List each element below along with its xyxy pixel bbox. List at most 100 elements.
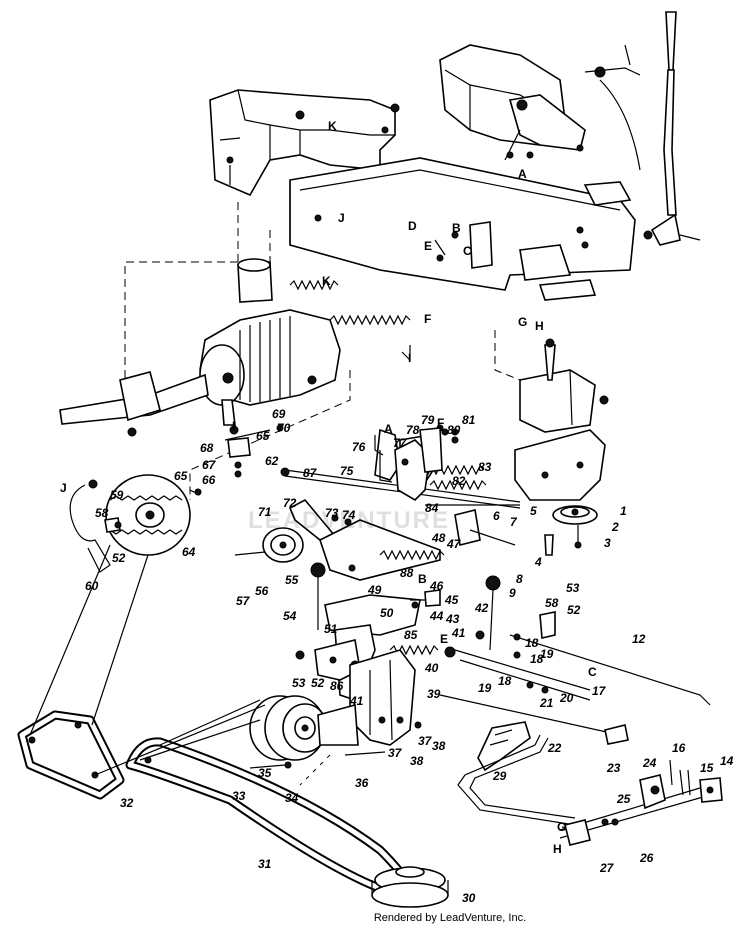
transaxle-assembly bbox=[59, 258, 341, 478]
part-label: 43 bbox=[445, 612, 460, 626]
part-label: 27 bbox=[599, 861, 615, 875]
ref-letter: K bbox=[322, 274, 331, 288]
part-label: 50 bbox=[380, 606, 394, 620]
part-label: 31 bbox=[258, 857, 272, 871]
part-label: 52 bbox=[311, 676, 325, 690]
part-label: 21 bbox=[539, 696, 554, 710]
part-label: 85 bbox=[404, 628, 418, 642]
part-label: 83 bbox=[478, 460, 492, 474]
part-label: 72 bbox=[283, 496, 297, 510]
part-label: 52 bbox=[112, 551, 126, 565]
part-label: 17 bbox=[592, 684, 607, 698]
ref-letter: C bbox=[588, 665, 597, 679]
tension-springs-upper bbox=[289, 279, 411, 362]
belt-long bbox=[125, 737, 414, 900]
part-label: 3 bbox=[604, 536, 611, 550]
ref-letter: A bbox=[518, 167, 527, 181]
footer-credit: Rendered by LeadVenture, Inc. bbox=[0, 912, 750, 924]
part-label: 71 bbox=[258, 505, 272, 519]
idler-pulley-right bbox=[544, 505, 598, 556]
part-label: 55 bbox=[285, 573, 299, 587]
part-label: 59 bbox=[110, 488, 124, 502]
part-label: 2 bbox=[611, 520, 619, 534]
part-label: 18 bbox=[525, 636, 539, 650]
part-label: 53 bbox=[292, 676, 306, 690]
part-label: 70 bbox=[277, 421, 291, 435]
part-label: 60 bbox=[85, 579, 99, 593]
part-label: 37 bbox=[388, 746, 403, 760]
ref-letter: I bbox=[232, 419, 235, 433]
part-label: 48 bbox=[431, 531, 446, 545]
part-label: 42 bbox=[474, 601, 489, 615]
part-label: 38 bbox=[410, 754, 424, 768]
bottom-pulley bbox=[371, 866, 449, 908]
part-label: 65 bbox=[256, 429, 270, 443]
idler-arm-assembly bbox=[288, 498, 445, 581]
large-pulley bbox=[249, 695, 386, 769]
ref-letter: F bbox=[437, 416, 444, 430]
part-label: 53 bbox=[566, 581, 580, 595]
ref-letter: C bbox=[463, 244, 472, 258]
part-label: 18 bbox=[530, 652, 544, 666]
part-label: 88 bbox=[400, 566, 414, 580]
part-label: 77 bbox=[393, 436, 408, 450]
part-label: 54 bbox=[283, 609, 297, 623]
part-label: 64 bbox=[182, 545, 196, 559]
shift-lever bbox=[643, 11, 701, 246]
part-label: 12 bbox=[632, 632, 646, 646]
part-label: 19 bbox=[540, 647, 554, 661]
part-label: 82 bbox=[452, 474, 466, 488]
ref-letter: B bbox=[452, 221, 461, 235]
part-label: 52 bbox=[567, 603, 581, 617]
part-label: 80 bbox=[447, 423, 461, 437]
ref-letter: G bbox=[557, 820, 566, 834]
ref-letter: F bbox=[424, 312, 431, 326]
part-label: 7 bbox=[510, 515, 518, 529]
ref-letter: E bbox=[440, 632, 448, 646]
part-label: 8 bbox=[516, 572, 523, 586]
ref-letter: G bbox=[518, 315, 527, 329]
part-label: 41 bbox=[349, 694, 364, 708]
ref-letter: H bbox=[535, 319, 544, 333]
part-label: 73 bbox=[325, 506, 339, 520]
brake-lever-assembly bbox=[457, 721, 723, 846]
part-number-labels: 1 2 3 4 5 6 7 8 9 12 14 15 16 17 18 18 1… bbox=[85, 407, 734, 905]
ref-letter: B bbox=[418, 572, 427, 586]
part-label: 29 bbox=[492, 769, 507, 783]
part-label: 18 bbox=[498, 674, 512, 688]
drive-pulley bbox=[234, 527, 304, 563]
shift-rods-right bbox=[439, 611, 711, 745]
part-label: 45 bbox=[444, 593, 459, 607]
part-label: 87 bbox=[303, 466, 318, 480]
main-frame-plate bbox=[289, 157, 636, 301]
part-label: 81 bbox=[462, 413, 476, 427]
right-mounting-bracket bbox=[514, 338, 609, 501]
ref-letter: K bbox=[328, 119, 337, 133]
reference-letter-labels: A A B B C C D E E F F G G H H I I J J K … bbox=[60, 119, 597, 856]
part-label: 51 bbox=[324, 622, 338, 636]
part-label: 46 bbox=[429, 579, 444, 593]
part-label: 34 bbox=[285, 791, 299, 805]
part-label: 74 bbox=[342, 508, 356, 522]
part-label: 37 bbox=[418, 734, 433, 748]
part-label: 22 bbox=[547, 741, 562, 755]
part-label: 58 bbox=[95, 506, 109, 520]
ref-letter: D bbox=[408, 219, 417, 233]
part-label: 9 bbox=[509, 586, 516, 600]
control-knobs bbox=[310, 562, 501, 651]
part-label: 35 bbox=[258, 766, 272, 780]
part-label: 78 bbox=[406, 423, 420, 437]
part-label: 1 bbox=[620, 504, 627, 518]
part-label: 57 bbox=[236, 594, 251, 608]
fan-pulley-left bbox=[105, 474, 202, 556]
ref-letter: H bbox=[553, 842, 562, 856]
part-label: 56 bbox=[255, 584, 269, 598]
part-label: 69 bbox=[272, 407, 286, 421]
part-label: 58 bbox=[545, 596, 559, 610]
part-label: 49 bbox=[367, 583, 382, 597]
part-label: 36 bbox=[355, 776, 369, 790]
part-label: 66 bbox=[202, 473, 216, 487]
footer-credit-text: Rendered by LeadVenture, Inc. bbox=[373, 912, 527, 924]
